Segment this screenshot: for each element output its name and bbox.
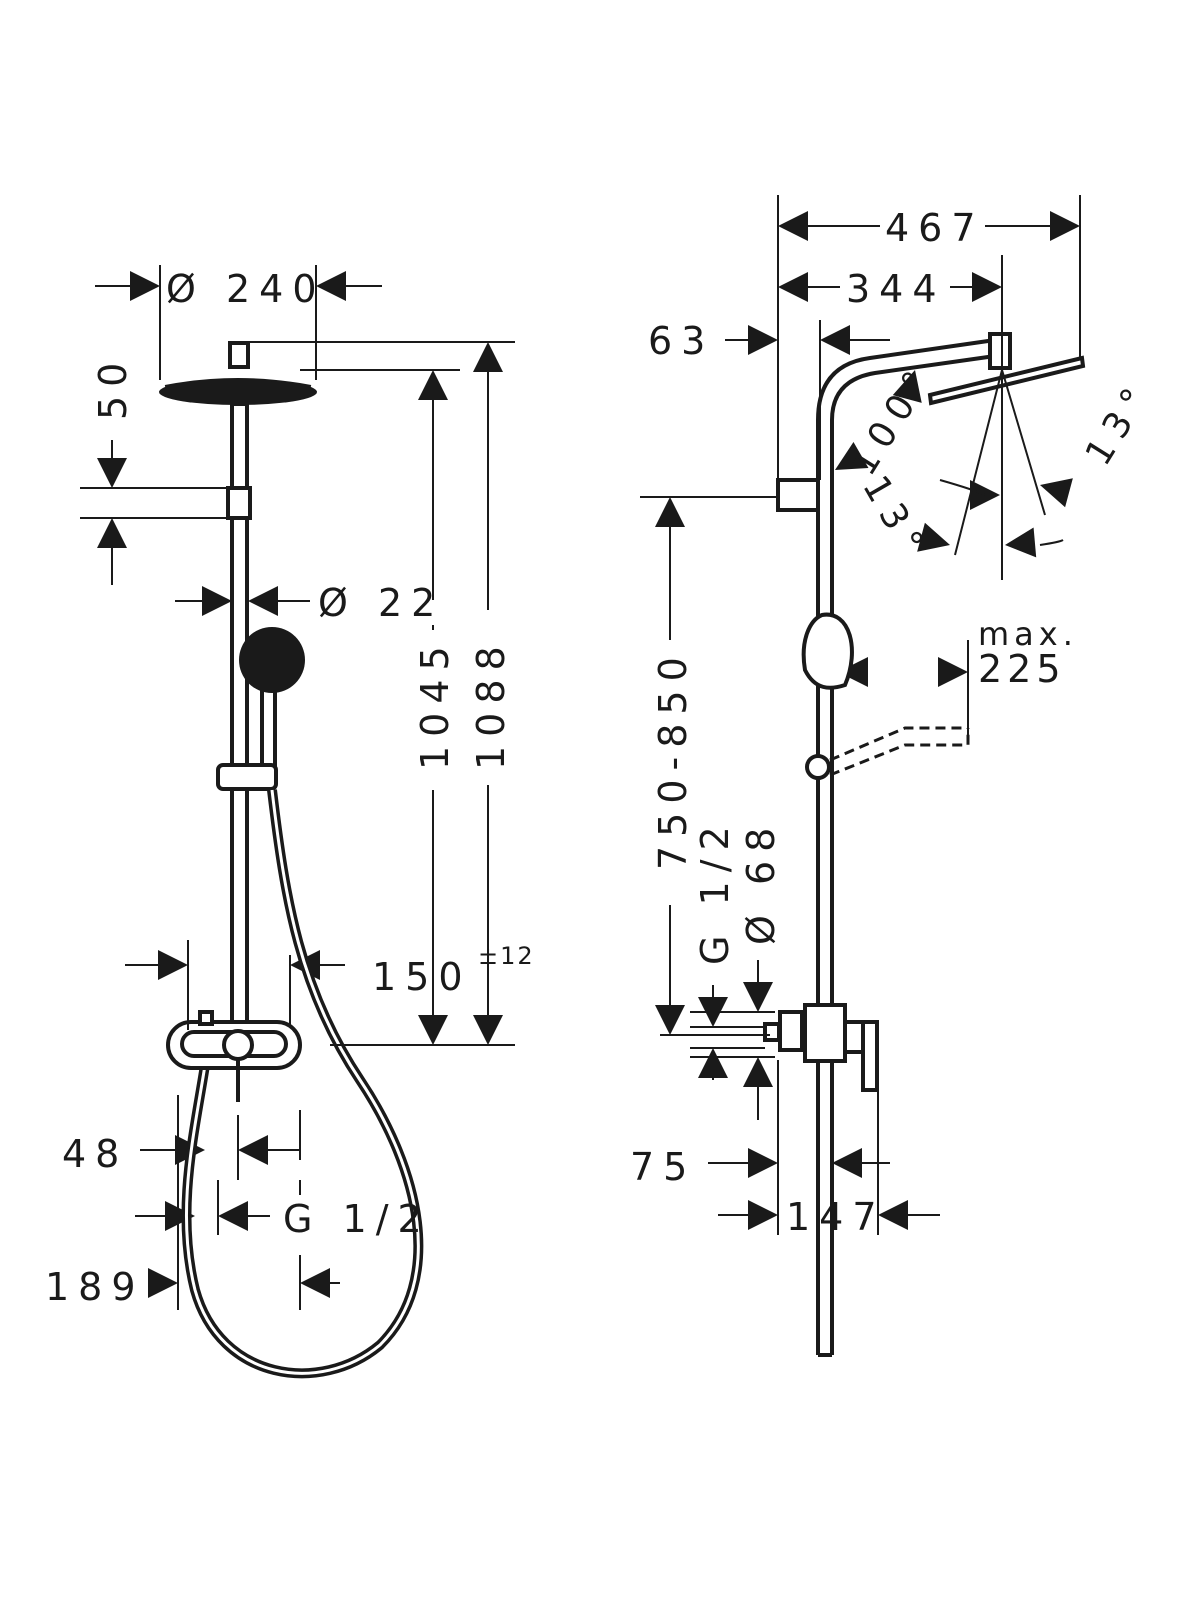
dim-height-to-head: 1045 (413, 637, 457, 770)
dim-mixer-height-range: 750-850 (651, 648, 695, 870)
dim-mixer-depth: 48 (62, 1132, 128, 1176)
dimension-arrowhead-icon (202, 586, 232, 616)
side-pole (816, 338, 996, 1357)
dim-hose-offset: 150 (372, 955, 472, 999)
overhead-shower-head (159, 379, 317, 405)
dimension-arrowhead-icon (300, 1268, 330, 1298)
dimension-arrowhead-icon (917, 522, 950, 552)
dimension-arrowhead-icon (778, 211, 808, 241)
dim-head-diameter: Ø 240 (166, 267, 326, 311)
dim-rosette-diameter: Ø 68 (739, 819, 783, 945)
dimension-arrowhead-icon (743, 982, 773, 1012)
side-hand-shower-holder (801, 612, 854, 690)
side-dimension-lines (640, 195, 1081, 1235)
dimension-arrowhead-icon (1005, 527, 1037, 558)
wall-bracket (776, 478, 820, 512)
dim-tolerance: ±12 (478, 942, 535, 970)
dim-tilt-left: 13° (854, 469, 935, 568)
front-view: Ø 240 50 Ø 22 1045 1088 150 ±12 48 G 1/2… (45, 265, 535, 1379)
dim-tilt-right: 13° (1078, 374, 1161, 473)
dim-extension-prefix: max. (978, 615, 1078, 653)
side-view: 467 344 63 100° 13° 13° max. 225 750-850… (630, 195, 1161, 1357)
dimension-arrowhead-icon (238, 1135, 268, 1165)
side-mixer-body (803, 1003, 847, 1063)
dimension-arrowhead-icon (473, 1015, 503, 1045)
hand-shower-holder (216, 763, 278, 791)
dimension-arrowhead-icon (892, 370, 922, 403)
head-connector (228, 341, 250, 369)
dimension-arrowhead-icon (1040, 478, 1073, 508)
dimension-arrowhead-icon (165, 1201, 195, 1231)
dimension-arrowhead-icon (97, 458, 127, 488)
dim-total-height: 1088 (469, 637, 513, 770)
dimension-arrowhead-icon (655, 1005, 685, 1035)
dimension-arrowhead-icon (130, 271, 160, 301)
pole-slider (226, 486, 252, 520)
dimension-arrowhead-icon (878, 1200, 908, 1230)
dimension-arrowhead-icon (158, 950, 188, 980)
dimension-arrowhead-icon (418, 1015, 448, 1045)
dim-pole-offset: 75 (630, 1145, 696, 1189)
dim-pole-diameter: Ø 22 (318, 581, 444, 625)
dimension-arrowhead-icon (218, 1201, 248, 1231)
head-joint (988, 332, 1012, 370)
side-head-shower (927, 355, 1086, 406)
dimension-arrowhead-icon (778, 272, 808, 302)
dim-head-projection: 344 (846, 267, 946, 311)
dimension-arrowhead-icon (148, 1268, 178, 1298)
hand-shower-head (239, 627, 305, 693)
dimension-arrowhead-icon (248, 586, 278, 616)
dim-extension-value: 225 (978, 647, 1066, 691)
dimension-arrowhead-icon (743, 1057, 773, 1087)
dimension-arrowhead-icon (316, 271, 346, 301)
shower-hose (181, 789, 424, 1379)
dim-wall-offset: 63 (648, 319, 714, 363)
dimension-arrowhead-icon (748, 1148, 778, 1178)
dimension-arrowhead-icon (938, 657, 968, 687)
dimension-arrowhead-icon (1050, 211, 1080, 241)
dim-total-projection: 467 (885, 206, 985, 250)
dimension-arrowhead-icon (835, 442, 869, 470)
dimension-arrowhead-icon (655, 497, 685, 527)
hand-shower-extended (829, 726, 970, 777)
dimension-arrowhead-icon (97, 518, 127, 548)
dimension-arrowhead-icon (473, 342, 503, 372)
dimension-arrowhead-icon (418, 370, 448, 400)
side-slider-ring (805, 754, 831, 780)
dim-slider-height: 50 (91, 354, 135, 420)
dimension-arrowhead-icon (838, 657, 868, 687)
side-mixer-lever (861, 1020, 879, 1092)
dimension-arrowhead-icon (748, 325, 778, 355)
dim-mixer-width: 189 (45, 1265, 145, 1309)
mixer-handle (222, 1029, 254, 1061)
dimension-arrowhead-icon (698, 1048, 728, 1078)
dim-connection: G 1/2 (283, 1197, 431, 1241)
dimension-arrowhead-icon (832, 1148, 862, 1178)
dimension-arrowhead-icon (748, 1200, 778, 1230)
front-dimension-lines (80, 265, 515, 1310)
dimension-arrowhead-icon (972, 272, 1002, 302)
dimension-arrowhead-icon (820, 325, 850, 355)
dim-mixer-projection: 147 (786, 1195, 886, 1239)
dim-side-connection: G 1/2 (693, 817, 737, 965)
